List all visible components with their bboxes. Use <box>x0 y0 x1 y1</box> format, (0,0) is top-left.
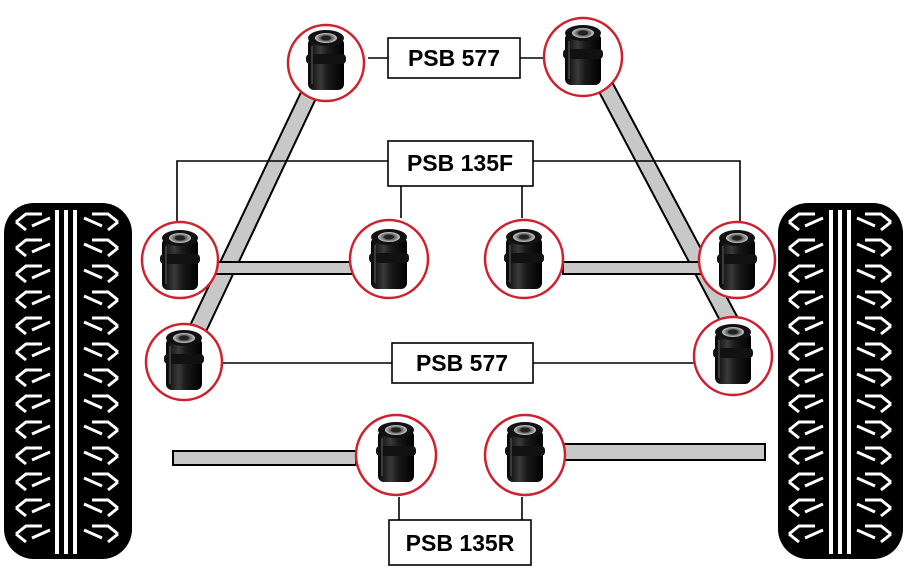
label-psb-577-middle: PSB 577 <box>391 342 534 384</box>
label-text: PSB 577 <box>408 45 500 71</box>
left-diagonal-arm <box>184 86 320 342</box>
left-lower-link <box>172 450 357 466</box>
label-psb-135r: PSB 135R <box>388 519 532 566</box>
label-psb-135f: PSB 135F <box>387 140 534 187</box>
bush-top-left <box>286 23 366 103</box>
polyurethane-bush-icon <box>375 421 417 483</box>
polyurethane-bush-icon <box>716 229 758 291</box>
bush-top-right <box>542 16 624 98</box>
suspension-arms <box>172 78 766 466</box>
polyurethane-bush-icon <box>504 421 546 483</box>
bush-bottom-right <box>483 413 567 497</box>
left-tyre <box>4 203 132 559</box>
label-text: PSB 135R <box>406 530 515 556</box>
label-text: PSB 135F <box>407 150 513 176</box>
right-lower-link <box>559 443 766 461</box>
polyurethane-bush-icon <box>712 323 754 385</box>
bush-upper-inner-right <box>483 218 565 300</box>
connector-lines <box>176 57 741 520</box>
polyurethane-bush-icon <box>503 228 545 290</box>
right-tyre-tread-icon <box>787 210 893 554</box>
bush-bottom-left <box>354 413 438 497</box>
bush-upper-far-left <box>140 220 220 300</box>
polyurethane-bush-icon <box>562 24 604 86</box>
label-text: PSB 577 <box>416 350 508 376</box>
label-psb-577-top: PSB 577 <box>387 37 521 79</box>
bush-middle-right <box>692 315 774 397</box>
bush-upper-far-right <box>697 220 777 300</box>
left-upper-link <box>214 261 354 275</box>
bush-upper-inner-left <box>348 218 430 300</box>
right-upper-link <box>562 261 707 275</box>
polyurethane-bush-icon <box>305 29 347 91</box>
polyurethane-bush-icon <box>368 228 410 290</box>
polyurethane-bush-icon <box>163 329 205 391</box>
right-tyre <box>778 203 903 559</box>
polyurethane-bush-icon <box>159 229 201 291</box>
bush-middle-left <box>144 322 224 402</box>
left-tyre-tread-icon <box>14 210 120 554</box>
